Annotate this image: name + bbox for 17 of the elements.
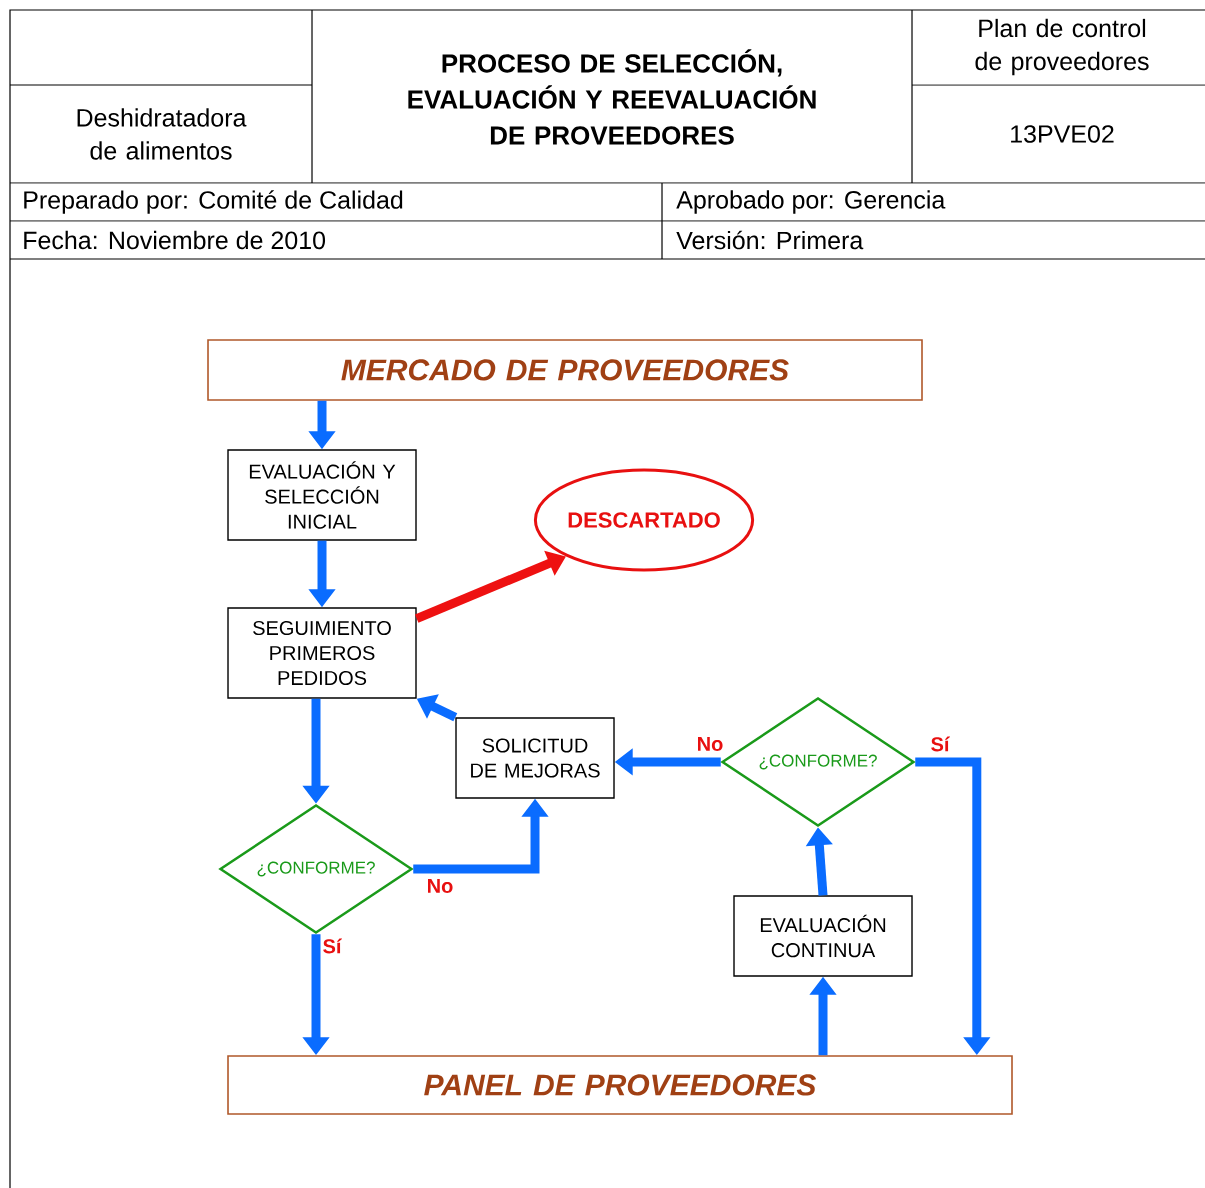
table-cell: Deshidratadora de alimentos <box>77 108 247 160</box>
table-cell: Plan de control de proveedores <box>975 18 1149 76</box>
table-cell: Versión: Primera <box>676 230 864 250</box>
process-band: MERCADO DE PROVEEDORES <box>207 339 923 401</box>
title: PROCESO DE SELECCIÓN, EVALUACIÓN Y REEVALUACIÓN DE PROVEEDORES <box>408 49 816 145</box>
edge-label: Sí <box>321 937 343 955</box>
table-cell: Aprobado por: Gerencia <box>676 190 946 214</box>
process-box: EVALUACIÓN Y SELECCIÓN INICIAL <box>227 449 417 541</box>
edge-label: Sí <box>929 735 951 753</box>
process-box: EVALUACIÓN CONTINUA <box>733 895 913 977</box>
table-cell: Preparado por: Comité de Calidad <box>24 190 403 214</box>
table-cell: 13PVE02 <box>1011 125 1114 143</box>
process-box: SOLICITUD DE MEJORAS <box>455 717 615 799</box>
process-box: SEGUIMIENTO PRIMEROS PEDIDOS <box>227 607 417 699</box>
process-band: PANEL DE PROVEEDORES <box>227 1055 1013 1115</box>
edge-label: No <box>425 878 455 894</box>
table-cell: Fecha: Noviembre de 2010 <box>24 230 326 250</box>
